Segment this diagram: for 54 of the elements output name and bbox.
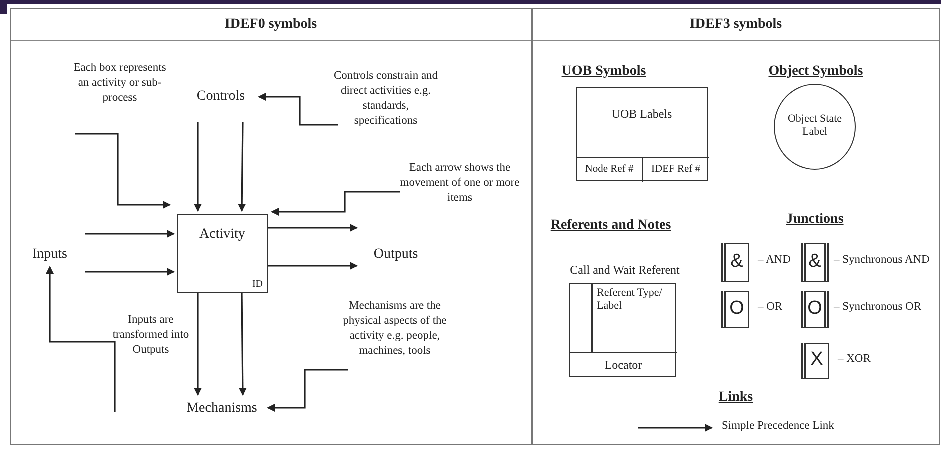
table-column: [532, 8, 940, 445]
table-column: [10, 8, 532, 445]
section-heading: Links: [718, 390, 754, 406]
section-heading: Junctions: [785, 212, 845, 228]
flow-arrow: [194, 122, 202, 212]
section-heading: UOB Symbols: [560, 64, 648, 80]
note-text: Controls constrain and direct activities e.g. standards, specifications: [333, 69, 439, 151]
object-state-circle: [774, 84, 856, 170]
junction-label: – AND: [758, 253, 791, 268]
referent-type-field: Referent Type/ Label: [591, 284, 677, 352]
flow-arrow: [268, 262, 358, 270]
flow-label: Inputs: [21, 244, 79, 266]
reference-field: Node Ref #: [577, 157, 642, 182]
leader-arrow: [258, 93, 338, 126]
referent-heading: Call and Wait Referent: [569, 264, 681, 278]
note-text: Inputs are transformed into Outputs: [111, 313, 191, 368]
flow-arrow: [85, 268, 175, 276]
leader-arrow: [267, 369, 348, 412]
column-header: IDEF3 symbols: [533, 9, 939, 41]
leader-arrow: [75, 133, 171, 209]
object-state-label: Object State Label: [786, 113, 844, 138]
id-label: ID: [252, 278, 263, 290]
junction-symbol: O: [728, 297, 746, 321]
section-heading: Object Symbols: [768, 64, 864, 80]
junction-label: – OR: [758, 300, 783, 315]
column-header: IDEF0 symbols: [11, 9, 531, 41]
uob-label: UOB Labels: [610, 108, 674, 122]
flow-label: Controls: [183, 86, 259, 108]
legend-label: Simple Precedence Link: [722, 420, 834, 434]
locator-field: Locator: [570, 352, 677, 378]
reference-field: IDEF Ref #: [642, 157, 709, 182]
leader-arrow: [46, 266, 116, 412]
flow-arrow: [238, 122, 246, 212]
junction-symbol: O: [806, 297, 824, 321]
flow-arrow: [268, 224, 358, 232]
flow-label: Mechanisms: [177, 398, 267, 420]
flow-arrow: [238, 293, 247, 396]
note-text: Each arrow shows the movement of one or more items: [399, 161, 521, 211]
junction-symbol: X: [810, 348, 824, 372]
junction-label: – Synchronous OR: [834, 300, 922, 315]
junction-symbol: &: [808, 250, 822, 274]
junction-symbol: &: [730, 250, 744, 274]
junction-label: – XOR: [838, 352, 871, 367]
note-text: Mechanisms are the physical aspects of the activity e.g. people, machines, tools: [343, 299, 447, 399]
flow-label: Outputs: [359, 244, 433, 266]
leader-arrow: [271, 191, 400, 216]
flow-arrow: [85, 230, 175, 238]
junction-label: – Synchronous AND: [834, 253, 930, 268]
section-heading: Referents and Notes: [550, 218, 672, 234]
uob-box: [576, 87, 708, 181]
activity-label: Activity: [198, 227, 246, 244]
note-text: Each box represents an activity or sub-process: [69, 61, 171, 131]
activity-box: [177, 214, 268, 293]
flow-arrow: [194, 293, 202, 396]
